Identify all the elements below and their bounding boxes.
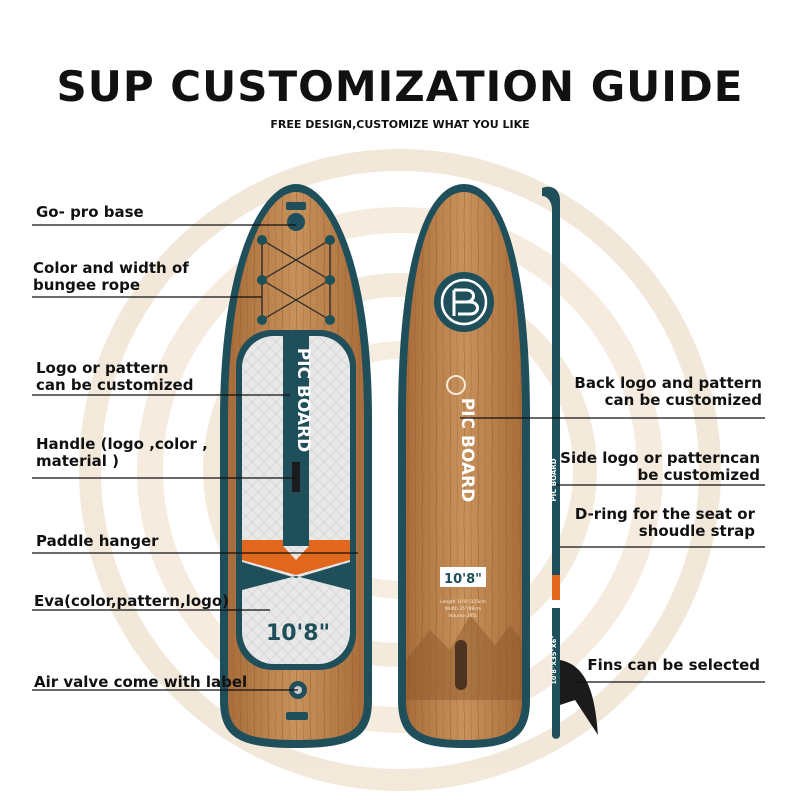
callout-text: Logo or pattern — [36, 359, 169, 377]
callout-logo-pattern: Logo or pattern can be customized — [36, 360, 193, 394]
callout-paddle-hanger: Paddle hanger — [36, 533, 159, 550]
callout-gopro-base: Go- pro base — [36, 204, 144, 221]
side-profile — [542, 186, 598, 739]
back-size-label: 10'8" — [444, 572, 482, 587]
side-size-label: 10'8"X35"X6" — [550, 635, 558, 684]
back-board — [398, 184, 530, 748]
callout-back-logo: Back logo and pattern can be customized — [574, 375, 762, 409]
callout-d-ring: D-ring for the seat or shoudle strap — [575, 506, 755, 540]
left-callout-lines — [32, 224, 358, 691]
callout-text: shoudle strap — [638, 522, 755, 540]
callout-side-logo: Side logo or patterncan be customized — [560, 450, 760, 484]
callout-text: Color and width of — [33, 259, 189, 277]
callout-text: Side logo or patterncan — [560, 449, 760, 467]
callout-air-valve: Air valve come with label — [34, 674, 247, 691]
callout-text: can be customized — [36, 376, 194, 394]
front-brand-text: PIC BOARD — [293, 348, 313, 453]
callout-text: bungee rope — [33, 276, 141, 294]
callout-bungee-rope: Color and width of bungee rope — [33, 260, 189, 294]
callout-text: can be customized — [604, 391, 762, 409]
spec-line-2: Width 35"/89cm — [445, 606, 481, 612]
callout-text: Handle (logo ,color , — [36, 435, 208, 453]
callout-eva: Eva(color,pattern,logo) — [34, 593, 229, 610]
callout-text: Paddle hanger — [36, 532, 159, 550]
back-brand-text: PIC BOARD — [457, 398, 477, 503]
page-subtitle: FREE DESIGN,CUSTOMIZE WHAT YOU LIKE — [270, 118, 530, 131]
callout-text: Air valve come with label — [34, 673, 248, 691]
callout-text: Fins can be selected — [587, 656, 760, 674]
right-callout-lines — [460, 417, 765, 683]
callout-text: be customized — [637, 466, 760, 484]
page-title: SUP CUSTOMIZATION GUIDE — [56, 62, 744, 111]
spec-line-1: Length 10'8"/325cm — [440, 599, 486, 605]
spec-line-3: Volume 285L — [448, 613, 478, 619]
callout-text: Back logo and pattern — [574, 374, 762, 392]
front-size-label: 10'8" — [266, 621, 330, 646]
side-brand-text: PIC BOARD — [550, 458, 558, 501]
callout-fins: Fins can be selected — [587, 657, 760, 674]
callout-text: material ) — [36, 452, 119, 470]
callout-text: D-ring for the seat or — [574, 505, 755, 523]
callout-handle: Handle (logo ,color , material ) — [36, 436, 208, 470]
callout-text: Eva(color,pattern,logo) — [34, 592, 230, 610]
front-board — [220, 184, 372, 748]
callout-text: Go- pro base — [36, 203, 144, 221]
